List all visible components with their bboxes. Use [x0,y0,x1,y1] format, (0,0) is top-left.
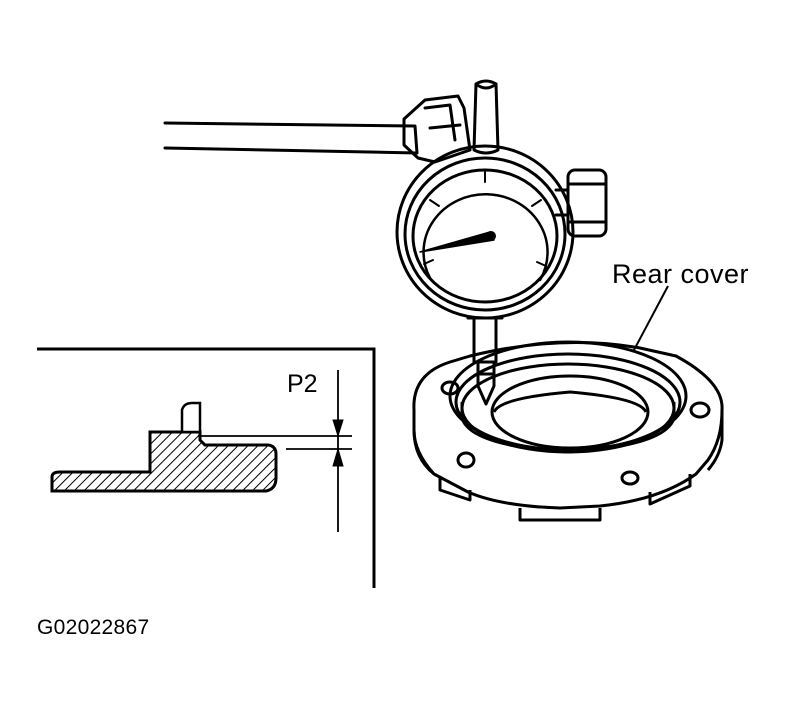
bolt-hole [689,401,711,419]
detail-section [37,347,376,588]
bolt-hole [456,451,476,469]
rear-cover-bore [490,374,650,450]
holder-clamp [402,94,472,164]
figure-id-label: G02022867 [37,616,150,639]
rear-cover-label: Rear cover [612,259,750,289]
section-lip [180,401,202,434]
p2-arrow-down [332,419,344,438]
bolt-hole [440,380,460,396]
holder-rod [163,121,419,155]
rear-cover [412,285,724,522]
dial-needle [419,231,495,253]
rear-cover-flange [412,341,724,510]
p2-arrow-up [332,447,344,467]
dial-scale [422,193,549,282]
hatched-section [50,430,278,493]
bolt-hole [620,470,640,486]
p2-dimension-label: P2 [287,370,318,398]
detail-box-border [37,347,376,588]
dial-indicator [163,79,608,406]
indicator-stem [472,316,498,364]
dial-face [411,168,559,304]
rear-cover-leader [633,285,669,351]
top-plunger [472,79,500,155]
